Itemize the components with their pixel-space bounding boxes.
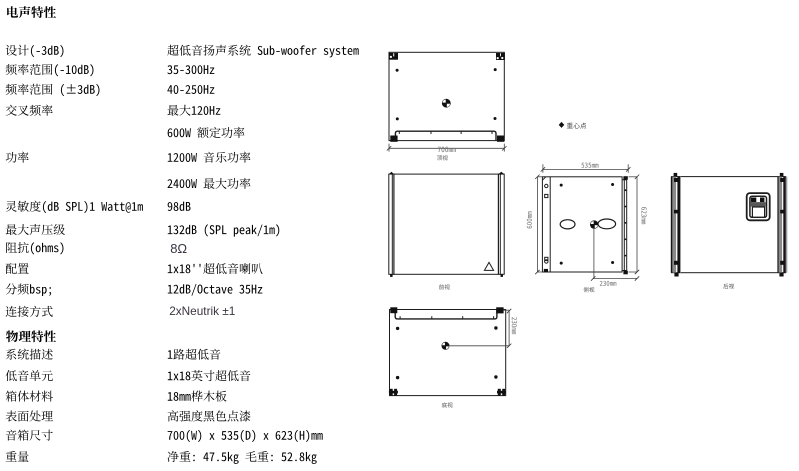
svg-text:2xNeutrik ±1: 2xNeutrik ±1 — [169, 304, 235, 318]
svg-text:8Ω: 8Ω — [170, 241, 187, 256]
